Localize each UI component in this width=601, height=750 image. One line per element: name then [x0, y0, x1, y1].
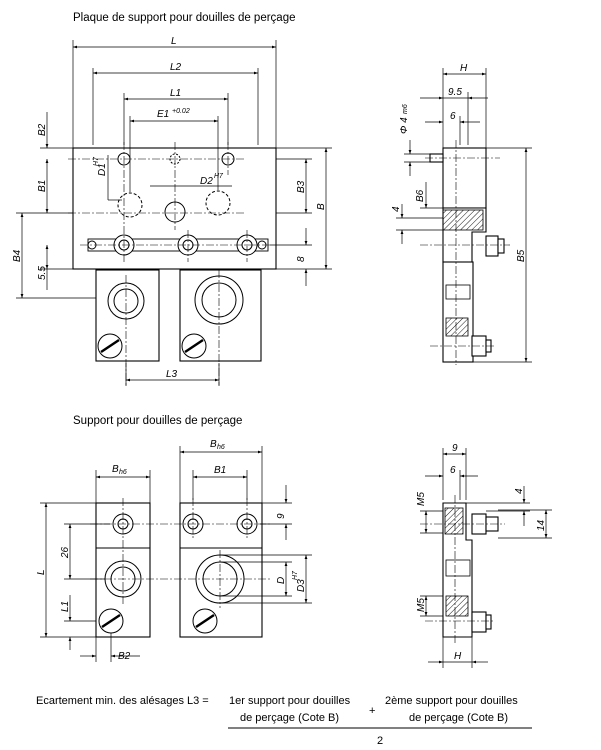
top-side-centerlines: [420, 140, 510, 365]
dim-Bh6-right-fit: h6: [217, 444, 225, 451]
dim-B2: B2: [37, 123, 48, 136]
section-hatch-1: [442, 209, 484, 231]
dim-9-bottom-side: 9: [452, 443, 458, 454]
dim-H-bottom: H: [454, 651, 462, 662]
dim-B: B: [316, 203, 327, 210]
dim-D3: D3: [296, 579, 307, 592]
dim-B4: B4: [12, 249, 23, 262]
bottom-screw: [471, 611, 487, 633]
bottom-hatch-1: [444, 507, 464, 535]
dim-phi4-fit: m6: [402, 104, 409, 114]
formula-term2-line2: de perçage (Cote B): [409, 712, 508, 724]
plate-outline: [72, 147, 277, 270]
dim-D: D: [276, 577, 287, 584]
dim-Bh6-right: B: [210, 439, 217, 450]
formula-plus: +: [369, 705, 375, 717]
dim-Bh6-left: B: [112, 464, 119, 475]
dim-E1: E1: [157, 109, 169, 120]
dim-Bh6-left-fit: h6: [119, 469, 127, 476]
medium-hole-right: [205, 190, 231, 216]
dim-B3: B3: [296, 180, 307, 193]
top-side-dimensions: [396, 68, 532, 363]
dim-H-top: H: [460, 63, 468, 74]
dim-9-5: 9.5: [448, 87, 462, 98]
top-side-labels: H 9.5 6 Φ 4 m6 B6 4 B5: [391, 63, 527, 262]
bottom-front-centerlines: [90, 498, 270, 608]
dim-L-bottom: L: [36, 569, 47, 575]
dim-5-5: 5.5: [37, 266, 48, 280]
dim-6-top: 6: [450, 111, 456, 122]
dim-B6: B6: [415, 189, 426, 202]
dim-M5-bottom: M5: [416, 598, 427, 612]
dim-B1-bottom: B1: [214, 465, 226, 476]
dim-14: 14: [536, 519, 547, 531]
formula-lhs: Ecartement min. des alésages L3 =: [36, 695, 209, 707]
dim-M5-top: M5: [416, 492, 427, 506]
dim-D3-fit: H7: [292, 570, 299, 580]
medium-hole-left: [117, 192, 143, 218]
dim-L3: L3: [166, 369, 178, 380]
dim-B2-bottom: B2: [118, 651, 131, 662]
dim-L2: L2: [170, 62, 182, 73]
formula-term1-line2: de perçage (Cote B): [240, 712, 339, 724]
title-top: Plaque de support pour douilles de perça…: [73, 12, 296, 24]
dim-6-bottom: 6: [450, 465, 456, 476]
top-front-dimensions: [16, 40, 332, 386]
dim-D1-fit: H7: [93, 156, 100, 166]
top-front-labels: L L2 L1 E1 +0.02 B2 D1 H7 B1 D2 H7 B3 B …: [12, 36, 327, 380]
dim-4-bottom: 4: [514, 488, 525, 494]
medium-holes-row: [117, 190, 231, 223]
bottom-side-labels: 9 6 M5 4 14 M5 H: [416, 443, 547, 662]
dim-D2: D2: [200, 176, 213, 187]
bottom-side-dimensions: [420, 448, 552, 668]
side-support-block: [442, 261, 474, 363]
dim-L1-bottom: L1: [60, 601, 71, 612]
formula-term1-line1: 1er support pour douilles: [229, 695, 351, 707]
dim-D2-fit: H7: [214, 173, 224, 180]
dim-9-bottom-front: 9: [276, 513, 287, 519]
formula: Ecartement min. des alésages L3 = 1er su…: [36, 695, 532, 747]
side-bushing-head: [485, 235, 499, 257]
title-bottom: Support pour douilles de perçage: [73, 415, 242, 427]
dim-E1-tol: +0.02: [172, 108, 190, 115]
bottom-front-labels: B h6 B h6 B1 L 26 L1 B2 9 D D3 H7: [36, 439, 307, 662]
bottom-side-centerlines: [420, 495, 505, 645]
section-hatch-2: [445, 317, 469, 337]
formula-term2-line1: 2ème support pour douilles: [385, 695, 518, 707]
formula-denominator: 2: [377, 735, 383, 747]
dim-L: L: [171, 36, 177, 47]
double-support-outline: [179, 502, 263, 638]
dim-B5: B5: [516, 249, 527, 262]
top-side-view: [429, 147, 505, 363]
dim-B1: B1: [37, 180, 48, 192]
left-support-block: [95, 269, 160, 362]
support-block-features: [97, 275, 244, 359]
bottom-side-view: [442, 502, 499, 638]
dim-8: 8: [296, 256, 307, 262]
dim-phi4: Φ 4: [399, 117, 410, 134]
dim-26: 26: [60, 546, 71, 559]
bottom-hatch-2: [445, 595, 469, 617]
bottom-front-dimensions: [40, 446, 312, 662]
side-plate-upper: [442, 147, 487, 209]
right-support-block: [179, 269, 262, 362]
dim-L1: L1: [170, 88, 181, 99]
dim-4-top: 4: [391, 206, 402, 212]
dim-D1: D1: [97, 163, 108, 176]
